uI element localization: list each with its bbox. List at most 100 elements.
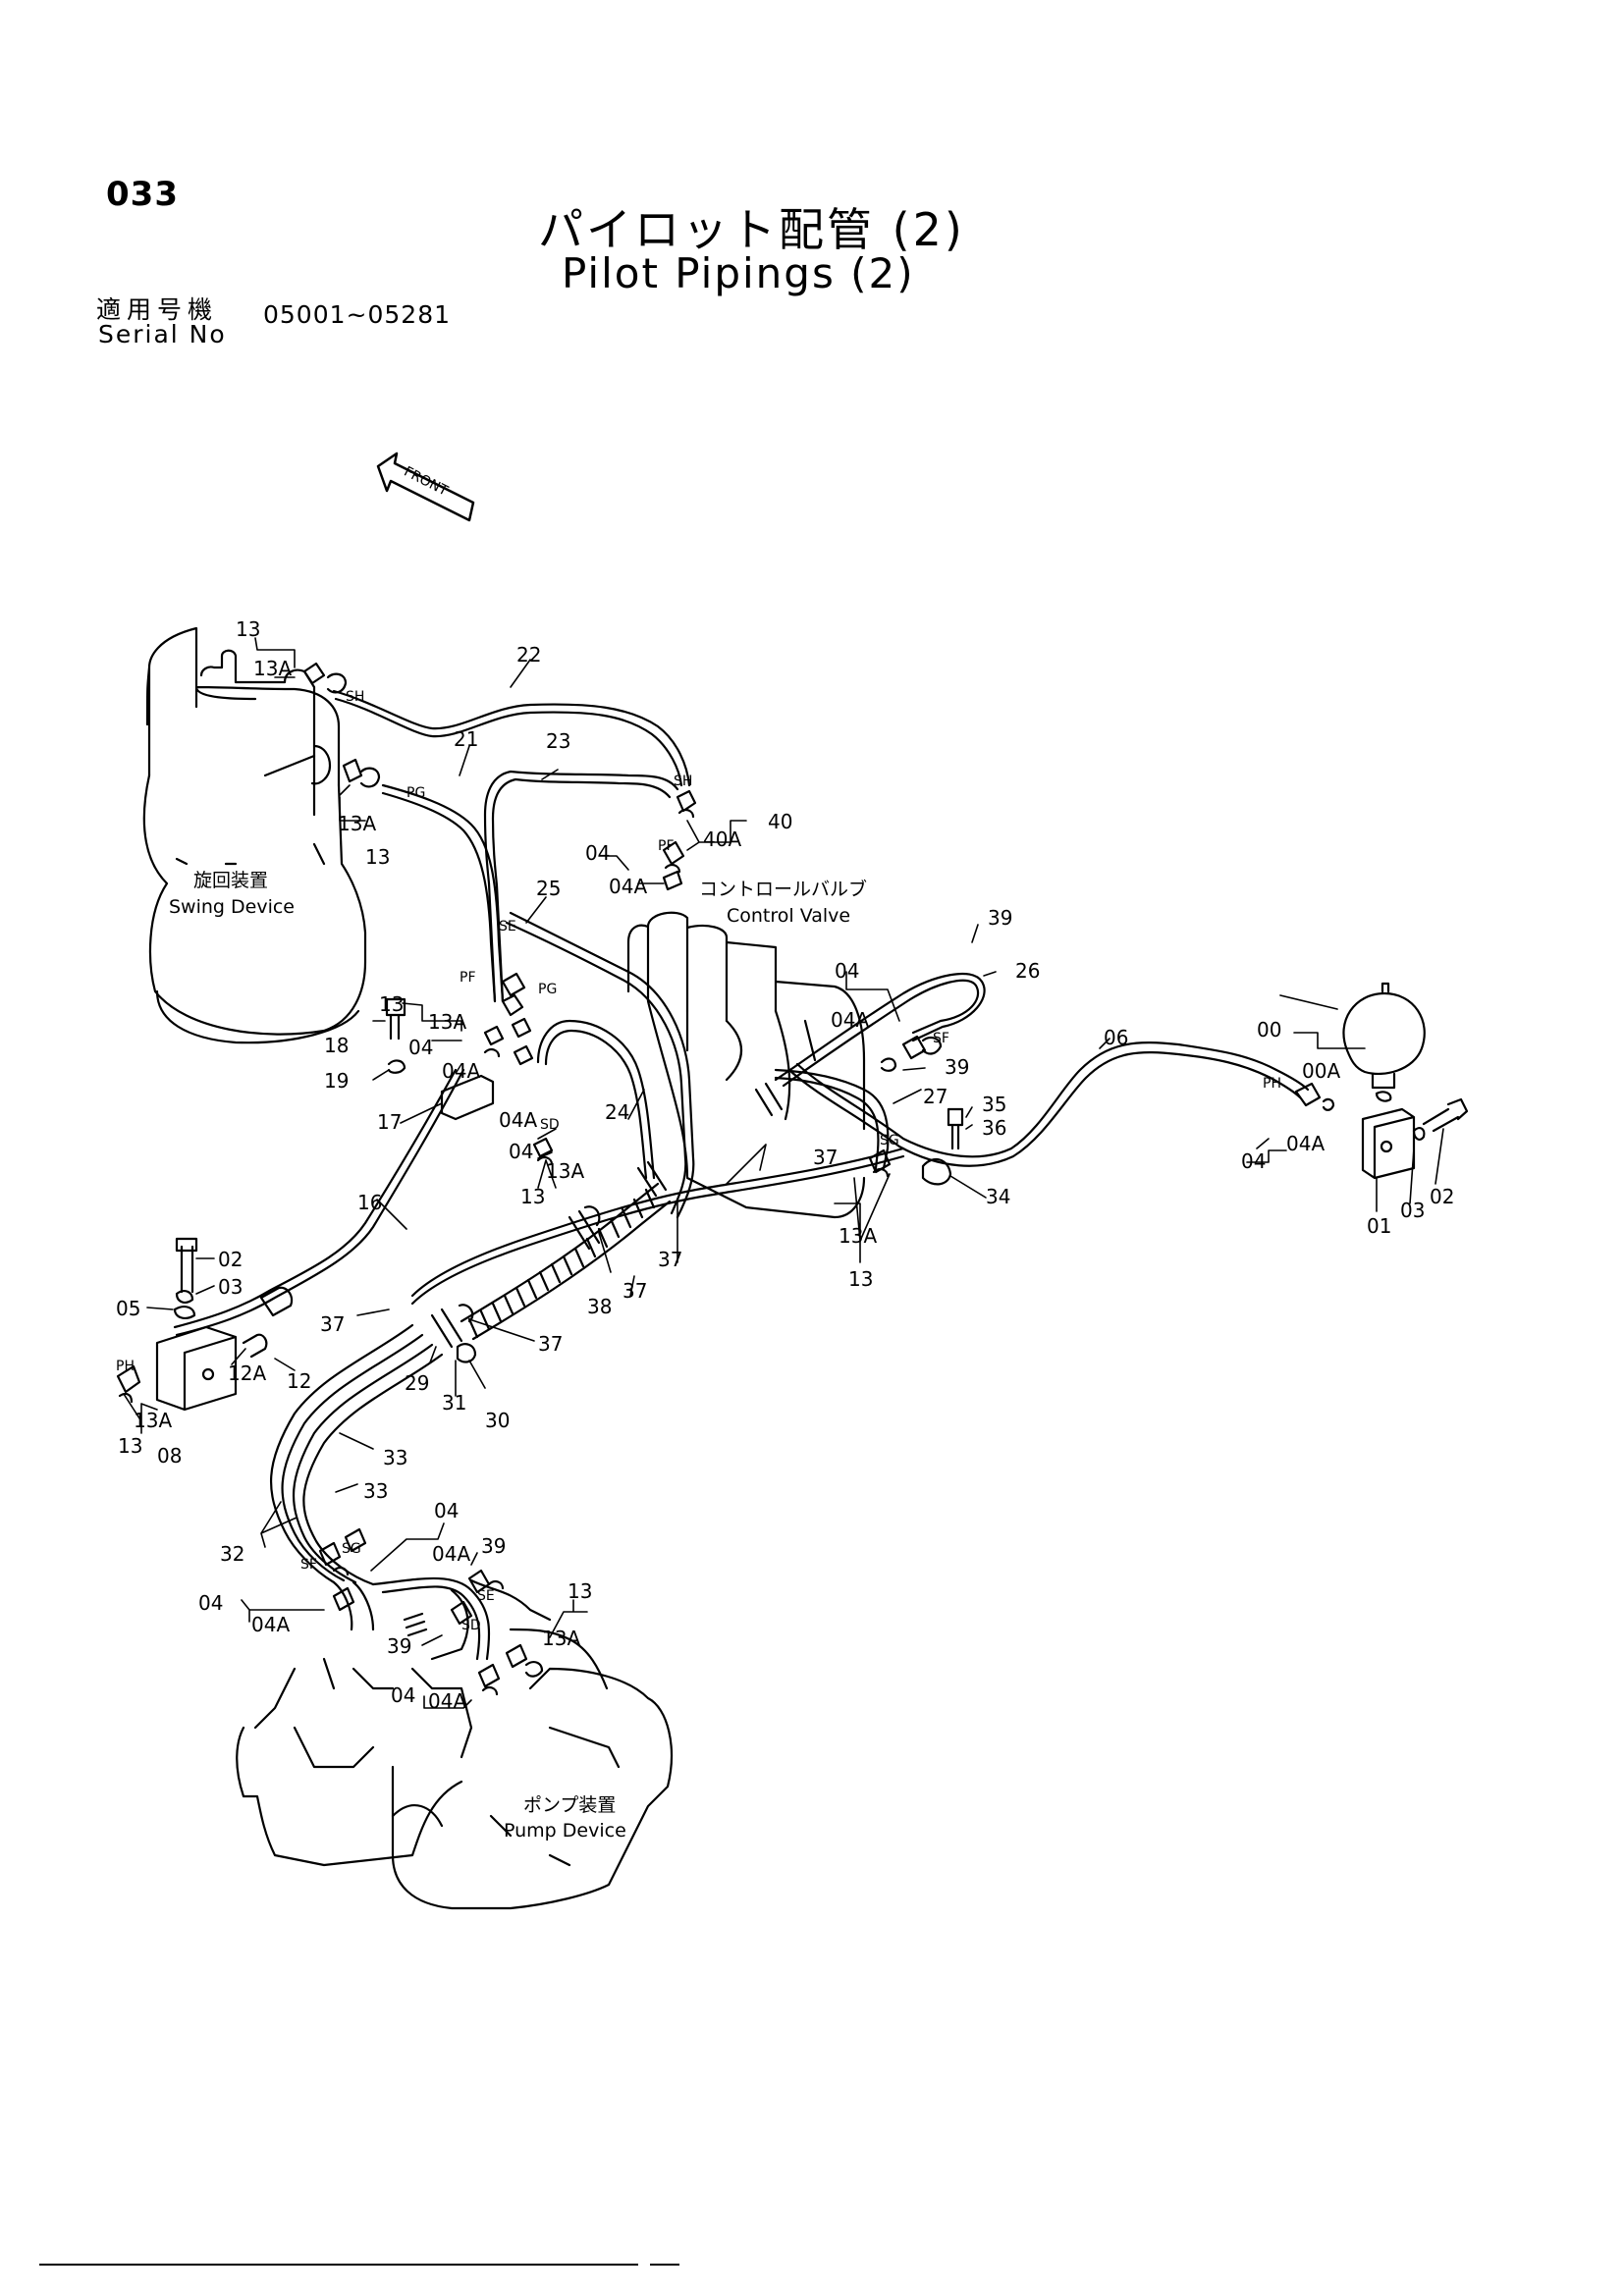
control-valve-label-jp: コントロールバルブ [699, 878, 867, 900]
pipe-25 [505, 911, 695, 1219]
fitting-13-pump [505, 1643, 544, 1678]
front-arrow: FRONT [376, 452, 475, 522]
callout-30: 30 [485, 1409, 510, 1432]
callout-13-mid: 13 [379, 992, 404, 1016]
swing-device-label-en: Swing Device [169, 896, 295, 918]
washer-03 [1412, 1127, 1426, 1141]
port-pg-swing: PG [406, 785, 425, 801]
clamps-37 [430, 1082, 784, 1349]
callout-39-top: 39 [988, 906, 1012, 930]
callout-02-left: 02 [218, 1248, 243, 1271]
callout-04a-pump-top: 04A [432, 1542, 470, 1566]
valve-block-08-body [155, 1325, 238, 1412]
fitting-12-left [259, 1286, 294, 1317]
callout-29: 29 [405, 1371, 429, 1395]
accumulator-sphere [1342, 991, 1426, 1076]
fittings [259, 662, 964, 1696]
pipe-24 [536, 1019, 656, 1180]
callout-34: 34 [986, 1185, 1010, 1208]
page-title-english: Pilot Pipings (2) [562, 249, 915, 297]
callout-13a-low: 13A [546, 1159, 584, 1183]
pipe-23 [483, 770, 679, 1003]
fitting-04-pump-a [332, 1586, 355, 1612]
fitting-12 [242, 1333, 268, 1359]
callout-13-low: 13 [520, 1185, 545, 1208]
protector-hose-38 [460, 1182, 672, 1341]
pipe-27 [774, 1068, 890, 1170]
callout-13a-top: 13A [253, 657, 292, 680]
pipe-22 [332, 689, 691, 787]
swing-device-label-jp: 旋回装置 [193, 870, 268, 891]
callout-00: 00 [1257, 1018, 1281, 1041]
swing-device-housing [145, 626, 341, 787]
callout-13-swing: 13 [365, 845, 390, 869]
callout-37-b: 37 [623, 1279, 647, 1303]
callout-04a-low: 04A [499, 1108, 537, 1132]
callout-03-left: 03 [218, 1275, 243, 1299]
fitting-sh-top [326, 672, 348, 694]
callout-27: 27 [923, 1085, 947, 1108]
valve-block-08-port [201, 1367, 215, 1381]
accumulator-assembly [1294, 982, 1469, 1180]
bolt-02-left [175, 1237, 198, 1294]
oring-00a [1375, 1091, 1392, 1102]
fitting-04-left [483, 1025, 505, 1058]
callout-31: 31 [442, 1391, 466, 1415]
pipe-bundle-lower [270, 1323, 491, 1661]
callout-33-b: 33 [363, 1479, 388, 1503]
washer-03-left [175, 1290, 194, 1304]
port-sg-right: SG [880, 1133, 899, 1148]
callout-22: 22 [516, 643, 541, 667]
callout-00a: 00A [1302, 1059, 1340, 1083]
callout-39-pump: 39 [481, 1534, 506, 1558]
fitting-sf-pump [318, 1541, 350, 1576]
callout-13-block: 13 [118, 1434, 142, 1458]
pump-device-housing [236, 1726, 463, 1867]
port-pf-mid: PF [460, 970, 476, 986]
pump-device-label-en: Pump Device [504, 1820, 626, 1842]
callout-12a: 12A [228, 1362, 266, 1385]
control-valve: コントロールバルブ Control Valve [626, 878, 867, 1219]
callout-04-pump-top: 04 [434, 1499, 459, 1522]
pipe-26-39 [774, 973, 986, 1088]
fitting-pg-mid [511, 1017, 534, 1066]
fitting-04a-right [880, 1057, 897, 1072]
port-sd-mid: SD [540, 1117, 560, 1133]
pump-device-housing-2 [391, 1667, 674, 1910]
swing-device: 旋回装置 Swing Device [142, 626, 367, 1044]
fitting-04-cv [662, 870, 683, 891]
callout-04-right: 04 [835, 959, 859, 983]
control-valve-label-en: Control Valve [727, 905, 850, 927]
bolt-30 [456, 1343, 477, 1363]
callout-37-cv: 37 [813, 1146, 838, 1169]
callout-18: 18 [324, 1034, 349, 1057]
callout-04a-acc: 04A [1286, 1132, 1325, 1155]
port-sg-pump: SG [342, 1541, 361, 1557]
callout-37-a: 37 [658, 1248, 682, 1271]
pipe-16 [173, 1068, 465, 1337]
callout-13-cv-low: 13 [848, 1267, 873, 1291]
callout-12: 12 [287, 1369, 311, 1393]
callout-04a-pump-low: 04A [428, 1689, 466, 1713]
callout-36: 36 [982, 1116, 1006, 1140]
callout-04-low: 04 [509, 1140, 533, 1163]
pump-device-label-jp: ポンプ装置 [523, 1794, 616, 1816]
washer-19 [387, 1059, 406, 1074]
leader-lines [123, 637, 1444, 1709]
serial-range: 05001~05281 [263, 300, 452, 329]
port-pg-mid: PG [538, 982, 557, 997]
callout-13-top: 13 [236, 617, 260, 641]
washer-05 [173, 1306, 196, 1319]
control-valve-housing [626, 911, 866, 1219]
callout-02-acc: 02 [1430, 1185, 1454, 1208]
callout-19: 19 [324, 1069, 349, 1093]
callout-39-pump-low: 39 [387, 1634, 411, 1658]
callout-24: 24 [605, 1100, 629, 1124]
fitting-sh-right [676, 789, 697, 819]
accumulator-neck [1371, 1072, 1396, 1090]
page-title-japanese: パイロット配管 (2) [538, 203, 965, 256]
callout-37-c: 37 [320, 1312, 345, 1336]
callout-32: 32 [220, 1542, 244, 1566]
front-arrow-label: FRONT [402, 464, 451, 500]
